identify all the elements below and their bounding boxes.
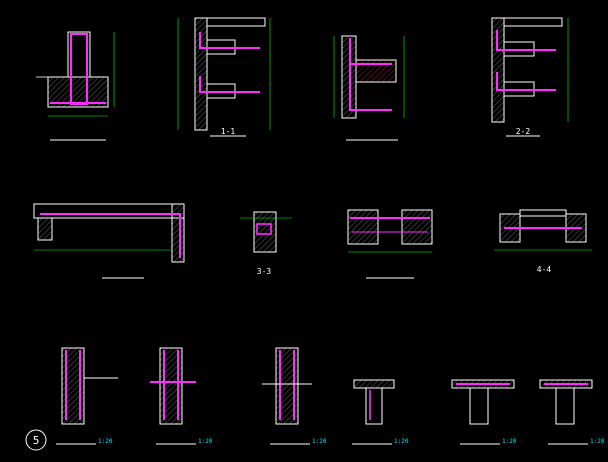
sheet-number-circle	[25, 429, 47, 451]
detail-slab-support-b: 1:20	[451, 379, 517, 445]
d13-scale: 1:20	[502, 438, 517, 445]
d9-wall	[61, 347, 85, 425]
d10-scale: 1:20	[198, 438, 213, 445]
d4-title: 2-2	[516, 127, 531, 136]
d14-post	[555, 387, 575, 425]
detail-section-2-2: 2-2	[491, 17, 569, 137]
d6-title: 3-3	[257, 267, 272, 276]
d3-beam	[355, 59, 397, 83]
d2-slab-top	[206, 17, 266, 27]
detail-wall-column-b: 1:20	[150, 347, 213, 445]
d12-slab	[353, 379, 395, 389]
d5-left-column	[37, 217, 53, 241]
d4-wall	[491, 17, 505, 123]
detail-beam-joint	[347, 209, 433, 279]
d2-wall	[194, 17, 208, 131]
detail-section-4-4: 4-4	[494, 209, 592, 274]
detail-slab-support-c: 1:20	[539, 379, 605, 445]
d7-left-block	[347, 209, 379, 245]
d4-slab-top	[503, 17, 563, 27]
sheet-number: 5	[33, 434, 40, 447]
detail-slab-support-a: 1:20	[352, 379, 409, 445]
d10-wall	[159, 347, 183, 425]
d13-post	[469, 387, 489, 425]
d6-core	[256, 223, 272, 235]
d2-rebar-1	[199, 32, 260, 49]
d3-rebar	[349, 38, 392, 111]
detail-wall-column-c: 1:20	[262, 347, 327, 445]
d12-scale: 1:20	[394, 438, 409, 445]
detail-joint-section	[333, 35, 405, 141]
d11-wall	[275, 347, 299, 425]
d8-title: 4-4	[537, 265, 552, 274]
d2-rebar-2	[199, 76, 260, 93]
detail-section-3-3: 3-3	[240, 211, 292, 276]
detail-foundation-section	[36, 31, 115, 141]
d7-right-block	[401, 209, 433, 245]
d4-rebar-1	[496, 30, 556, 51]
d11-scale: 1:20	[312, 438, 327, 445]
detail-wall-column-a: 1:20	[56, 347, 118, 445]
d12-post	[365, 387, 383, 425]
d8-cap	[519, 209, 567, 217]
d5-right-column	[171, 203, 185, 263]
d6-column	[253, 211, 277, 253]
d4-rebar-2	[496, 72, 556, 91]
d2-title: 1-1	[221, 127, 236, 136]
d5-beam-body	[33, 203, 185, 219]
d14-scale: 1:20	[590, 438, 605, 445]
d5-rebar	[40, 213, 181, 258]
d9-scale: 1:20	[98, 438, 113, 445]
detail-long-beam	[33, 203, 185, 279]
detail-section-1-1: 1-1	[177, 17, 271, 137]
sheet-number-marker: 5	[25, 429, 47, 451]
